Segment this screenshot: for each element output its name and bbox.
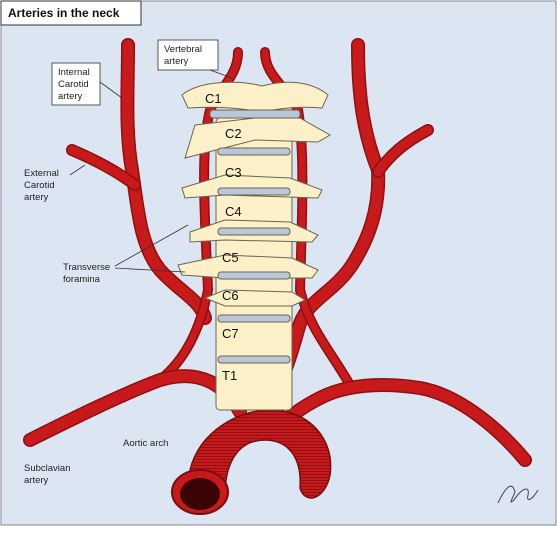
disc-c6-c7 xyxy=(217,314,291,323)
disc-c1-c2 xyxy=(209,109,301,119)
svg-text:artery: artery xyxy=(24,475,49,486)
disc-c5-c6 xyxy=(217,271,291,280)
vertebra-label-c1: C1 xyxy=(205,91,222,106)
label-transverse-foramina: Transverse foramina xyxy=(63,224,189,285)
label-vertebral-artery: Vertebral artery xyxy=(157,39,233,79)
svg-text:Subclavian: Subclavian xyxy=(24,463,70,474)
svg-text:External: External xyxy=(24,168,59,179)
title-box: Arteries in the neck xyxy=(0,0,142,26)
svg-text:Carotid: Carotid xyxy=(58,79,89,90)
svg-text:Transverse: Transverse xyxy=(63,262,110,273)
vertebra-label-c5: C5 xyxy=(222,250,239,265)
disc-c3-c4 xyxy=(217,187,291,196)
svg-text:Vertebral: Vertebral xyxy=(164,44,202,55)
vertebra-label-t1: T1 xyxy=(222,368,237,383)
vertebra-labels: C1 C2 C3 C4 C5 C6 C7 T1 xyxy=(205,91,242,383)
aortic-arch xyxy=(171,409,332,515)
disc-c4-c5 xyxy=(217,227,291,236)
svg-text:artery: artery xyxy=(58,91,83,102)
vertebra-label-c3: C3 xyxy=(225,165,242,180)
vertebra-c1-shape xyxy=(181,81,329,113)
disc-c2-c3 xyxy=(217,147,291,156)
svg-text:Carotid: Carotid xyxy=(24,180,55,191)
svg-text:artery: artery xyxy=(164,56,189,67)
svg-text:foramina: foramina xyxy=(63,274,101,285)
svg-text:Internal: Internal xyxy=(58,67,90,78)
diagram-title: Arteries in the neck xyxy=(8,6,120,20)
cervical-spine xyxy=(177,81,332,411)
label-external-carotid-artery: External Carotid artery xyxy=(24,164,86,203)
disc-c7-t1 xyxy=(217,355,291,364)
vertebra-label-c2: C2 xyxy=(225,126,242,141)
label-aortic-arch: Aortic arch xyxy=(123,438,168,449)
svg-text:artery: artery xyxy=(24,192,49,203)
vertebra-label-c4: C4 xyxy=(225,204,242,219)
artist-signature xyxy=(497,485,539,504)
label-subclavian-artery: Subclavian artery xyxy=(24,463,70,486)
vertebra-label-c6: C6 xyxy=(222,288,239,303)
vertebra-label-c7: C7 xyxy=(222,326,239,341)
label-internal-carotid-artery: Internal Carotid artery xyxy=(51,62,123,106)
